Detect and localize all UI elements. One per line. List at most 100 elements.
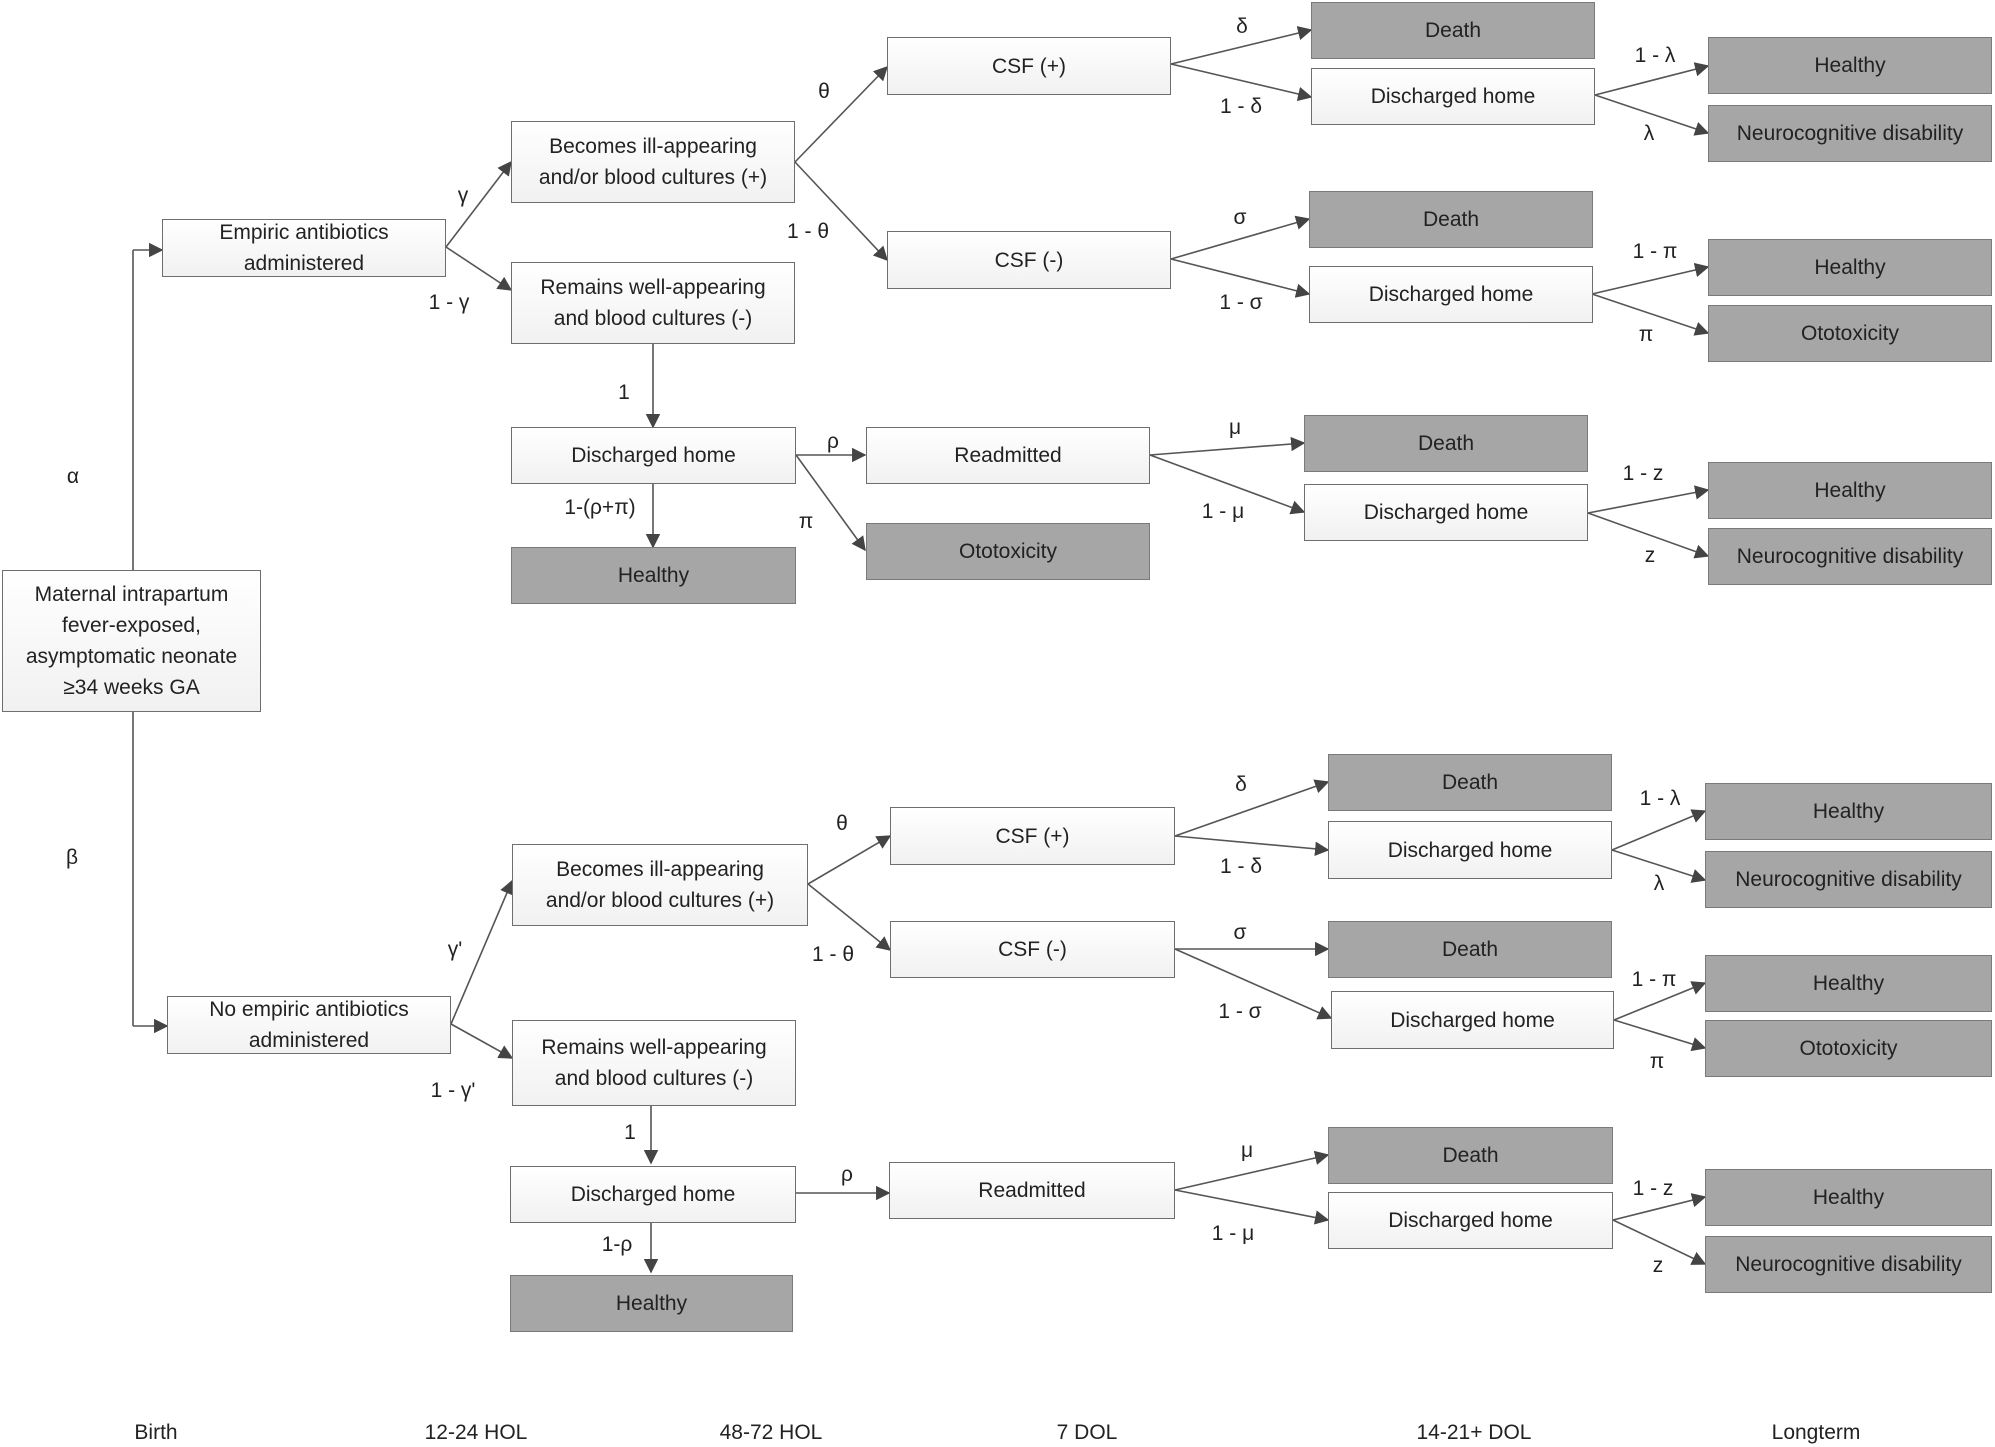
timeline-7-dol: 7 DOL	[1056, 1421, 1118, 1444]
node-b-csf-neg: CSF (-)	[890, 921, 1175, 978]
node-a-csfneg-home: Discharged home	[1309, 266, 1593, 323]
node-b-disch-healthy: Healthy	[510, 1275, 793, 1332]
prob-one-minus-sigma-a: 1 - σ	[1219, 291, 1263, 314]
node-a-discharged: Discharged home	[511, 427, 796, 484]
edge-bill-csfneg	[807, 883, 892, 951]
timeline-48-72-hol: 48-72 HOL	[719, 1421, 823, 1444]
edge-areadmhome-healthy	[1587, 485, 1710, 514]
node-a-csfneg-oto: Ototoxicity	[1708, 305, 1992, 362]
prob-sigma-a: σ	[1233, 206, 1247, 229]
prob-one-minus-z-b: 1 - z	[1632, 1177, 1674, 1200]
edge-empiric-ill	[445, 160, 512, 248]
node-b-csfneg-home: Discharged home	[1331, 991, 1614, 1049]
node-b-readm-home: Discharged home	[1328, 1192, 1613, 1249]
node-a-ill: Becomes ill-appearing and/or blood cultu…	[511, 121, 795, 203]
prob-theta-a: θ	[818, 80, 830, 103]
edge-bcsfpos-home	[1174, 835, 1330, 856]
edge-empiric-well	[445, 246, 513, 291]
edge-breadmhome-neuro	[1612, 1219, 1707, 1265]
node-a-readm-neuro: Neurocognitive disability	[1708, 528, 1992, 585]
edge-breadm-death	[1174, 1150, 1330, 1191]
timeline-longterm: Longterm	[1771, 1421, 1861, 1444]
prob-sigma-b: σ	[1233, 921, 1247, 944]
prob-pi-b: π	[1649, 1050, 1665, 1073]
prob-rho-a: ρ	[827, 430, 839, 453]
node-a-csfneg-death: Death	[1309, 191, 1593, 248]
prob-one-minus-sigma-b: 1 - σ	[1218, 1000, 1262, 1023]
node-b-csfneg-death: Death	[1328, 921, 1612, 978]
node-b-discharged: Discharged home	[510, 1166, 796, 1223]
prob-one-minus-delta-a: 1 - δ	[1219, 95, 1263, 118]
edge-areadmhome-neuro	[1587, 512, 1710, 559]
prob-one-minus-rho-pi: 1-(ρ+π)	[564, 496, 636, 519]
prob-one-minus-delta-b: 1 - δ	[1219, 855, 1263, 878]
edge-noemp-well	[450, 1023, 514, 1059]
prob-one-minus-theta-a: 1 - θ	[786, 220, 830, 243]
prob-one-minus-gamma-prime: 1 - γ'	[430, 1079, 476, 1102]
prob-one-minus-theta-b: 1 - θ	[811, 943, 855, 966]
prob-one-minus-pi-b: 1 - π	[1631, 968, 1677, 991]
node-a-csf-neg: CSF (-)	[887, 231, 1171, 289]
node-a-readmitted: Readmitted	[866, 427, 1150, 484]
edge-breadm-home	[1174, 1189, 1330, 1225]
timeline-12-24-hol: 12-24 HOL	[424, 1421, 528, 1444]
prob-alpha: α	[66, 465, 80, 488]
node-b-csfpos-healthy: Healthy	[1705, 783, 1992, 840]
node-a-csf-pos: CSF (+)	[887, 37, 1171, 95]
prob-one-minus-lambda-b: 1 - λ	[1639, 787, 1681, 810]
node-b-well: Remains well-appearing and blood culture…	[512, 1020, 796, 1106]
timeline-birth: Birth	[134, 1421, 178, 1444]
edge-acsfneg-home	[1170, 258, 1311, 298]
edge-noemp-ill	[450, 879, 514, 1025]
node-b-csfneg-healthy: Healthy	[1705, 955, 1992, 1012]
edge-acsfpos-home	[1170, 63, 1313, 102]
edge-acsfneghome-healthy	[1591, 262, 1710, 295]
prob-one-a: 1	[618, 381, 630, 404]
prob-one-minus-lambda-a: 1 - λ	[1634, 44, 1676, 67]
node-a-csfpos-home: Discharged home	[1311, 68, 1595, 125]
edge-acsfneg-death	[1170, 215, 1311, 260]
prob-delta-a: δ	[1236, 15, 1248, 38]
node-b-csf-pos: CSF (+)	[890, 807, 1175, 865]
prob-z-a: z	[1644, 544, 1656, 567]
prob-mu-a: μ	[1228, 416, 1242, 439]
node-a-well: Remains well-appearing and blood culture…	[511, 262, 795, 344]
node-b-csfpos-death: Death	[1328, 754, 1612, 811]
edge-areadm-home	[1149, 454, 1306, 515]
node-empiric: Empiric antibiotics administered	[162, 219, 446, 277]
prob-pi-a: π	[1638, 323, 1654, 346]
edge-bcsfneg-home	[1174, 948, 1333, 1020]
prob-lambda-b: λ	[1653, 872, 1665, 895]
edge-bcsfneghome-healthy	[1613, 981, 1707, 1021]
prob-one-minus-mu-b: 1 - μ	[1211, 1222, 1255, 1245]
prob-z-b: z	[1652, 1254, 1664, 1277]
timeline-14-21-dol: 14-21+ DOL	[1416, 1421, 1532, 1444]
prob-gamma: γ	[457, 184, 469, 207]
prob-gamma-prime: γ'	[447, 938, 463, 961]
node-b-readm-death: Death	[1328, 1127, 1613, 1184]
node-noemp: No empiric antibiotics administered	[167, 996, 451, 1054]
prob-one-minus-pi-a: 1 - π	[1632, 240, 1678, 263]
edge-ahome-neuro	[1594, 94, 1710, 136]
edge-bcsfpos-death	[1174, 779, 1330, 837]
prob-one-b: 1	[624, 1121, 636, 1144]
node-b-csfpos-home: Discharged home	[1328, 821, 1612, 879]
prob-beta: β	[65, 846, 79, 869]
edge-bhome-neuro	[1611, 849, 1707, 883]
edge-acsfpos-death	[1170, 26, 1313, 65]
node-b-ill: Becomes ill-appearing and/or blood cultu…	[512, 844, 808, 926]
node-root: Maternal intrapartum fever-exposed, asym…	[2, 570, 261, 712]
node-a-readm-death: Death	[1304, 415, 1588, 472]
node-a-readm-healthy: Healthy	[1708, 462, 1992, 519]
edge-breadmhome-healthy	[1612, 1193, 1707, 1221]
prob-theta-b: θ	[836, 812, 848, 835]
edge-aill-csfpos	[794, 65, 889, 163]
node-a-csfpos-neuro: Neurocognitive disability	[1708, 105, 1992, 162]
edge-areadm-death	[1149, 436, 1306, 456]
prob-mu-b: μ	[1240, 1139, 1254, 1162]
edge-adisch-oto	[795, 454, 866, 552]
edge-acsfneghome-oto	[1591, 293, 1710, 336]
prob-one-minus-gamma: 1 - γ	[428, 291, 470, 314]
prob-rho-b: ρ	[841, 1163, 853, 1186]
